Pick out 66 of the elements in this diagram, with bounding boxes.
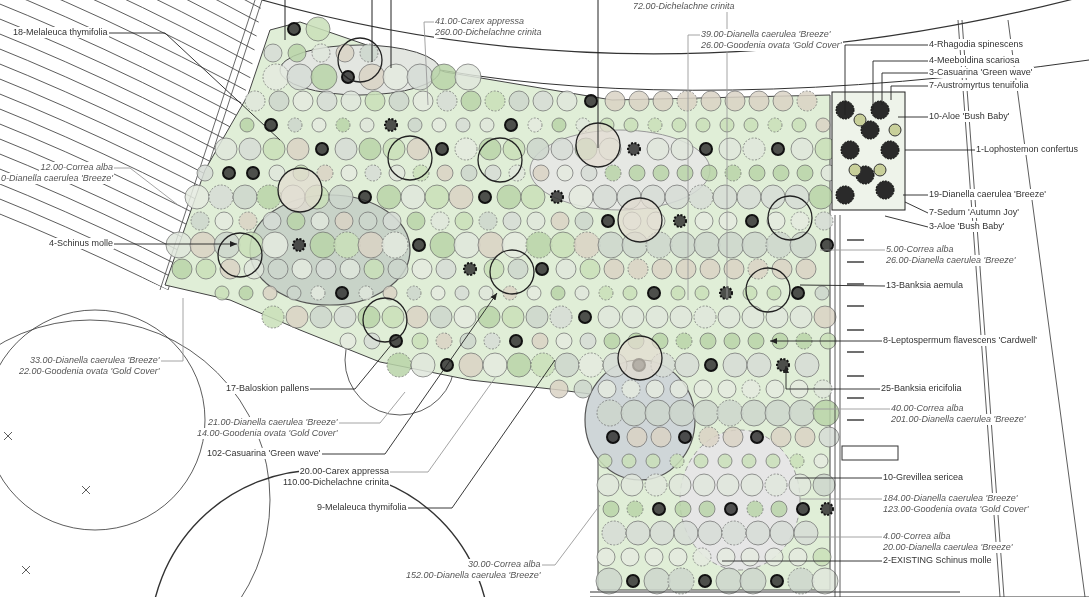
planting-quantity-label: 110.00-Dichelachne crinita: [282, 477, 390, 488]
planting-quantity-label: 14.00-Goodenia ovata 'Gold Cover': [196, 428, 339, 439]
planting-quantity-label: 260.00-Dichelachne crinita: [434, 27, 543, 38]
plant-label: 2-EXISTING Schinus molle: [882, 555, 993, 566]
leader-line: [160, 297, 184, 362]
planting-quantity-label: 41.00-Carex appressa: [434, 16, 526, 27]
planting-quantity-label: 40.00-Correa alba: [890, 403, 965, 414]
leader-line: [799, 498, 883, 500]
planting-quantity-label: 39.00-Dianella caerulea 'Breeze': [700, 29, 832, 40]
leader-line: [799, 284, 886, 287]
plant-label: 102-Casuarina 'Green wave': [206, 448, 322, 459]
plant-label: 7-Austromyrtus tenuifolia: [928, 80, 1030, 91]
plant-label: 13-Banksia aemula: [885, 280, 965, 291]
leader-line: [721, 560, 883, 562]
plant-label: 7-Sedum 'Autumn Joy': [928, 207, 1020, 218]
leader-line: [884, 215, 929, 228]
plant-label: 1-Lophostemon confertus: [975, 144, 1080, 155]
planting-quantity-label: 12.00-Correa alba: [39, 162, 114, 173]
planting-quantity-label: 20.00-Dianella caerulea 'Breeze': [882, 542, 1014, 553]
plant-label: 3-Aloe 'Bush Baby': [928, 221, 1006, 232]
planting-quantity-label: 4.00-Correa alba: [882, 531, 952, 542]
leader-line: [890, 85, 929, 101]
planting-quantity-label: 123.00-Goodenia ovata 'Gold Cover': [882, 504, 1030, 515]
planting-quantity-label: 152.00-Dianella caerulea 'Breeze': [405, 570, 542, 581]
leader-line: [726, 11, 728, 301]
leader-line: [904, 201, 929, 214]
planting-quantity-label: 26.00-Goodenia ovata 'Gold Cover': [700, 40, 843, 51]
plant-label: 8-Leptospermum flavescens 'Cardwell': [882, 335, 1038, 346]
leader-line: [407, 359, 556, 509]
leader-line: [423, 21, 435, 106]
leader-line: [338, 391, 406, 424]
leader-line: [794, 536, 883, 538]
planting-quantity-label: 201.00-Dianella caerulea 'Breeze': [890, 414, 1027, 425]
leader-line: [904, 149, 976, 151]
planting-quantity-label: 5.00-Correa alba: [885, 244, 955, 255]
leader-line: [113, 167, 179, 206]
leader-line: [541, 504, 601, 566]
planting-quantity-label: 30.00-Correa alba: [467, 559, 542, 570]
leader-line: [809, 408, 891, 410]
planting-quantity-label: 184.00-Dianella caerulea 'Breeze': [882, 493, 1019, 504]
plant-label: 3-Casuarina 'Green wave': [928, 67, 1034, 78]
planting-quantity-label: 33.00-Dianella caerulea 'Breeze': [29, 355, 161, 366]
plant-label: 19-Dianella caerulea 'Breeze': [928, 189, 1047, 200]
leader-line: [819, 249, 886, 251]
leader-line: [794, 477, 883, 479]
plant-label: 17-Baloskion pallens: [225, 383, 311, 394]
leader-line: [108, 32, 281, 141]
planting-quantity-label: 22.00-Goodenia ovata 'Gold Cover': [18, 366, 161, 377]
leader-line: [687, 34, 701, 301]
leader-line: [897, 116, 929, 118]
planting-quantity-label: 26.00-Dianella caerulea 'Breeze': [885, 255, 1017, 266]
plant-label: 9-Melaleuca thymifolia: [316, 502, 408, 513]
planting-quantity-label: 20.00-Carex appressa: [298, 466, 390, 477]
plant-label: 4-Schinus molle: [48, 238, 115, 249]
plant-label: 10-Grevillea sericea: [882, 472, 965, 483]
planting-quantity-label: 0-Dianella caerulea 'Breeze': [0, 173, 114, 184]
plant-label: 25-Banksia ericifolia: [880, 383, 963, 394]
planting-quantity-label: 21.00-Dianella caerulea 'Breeze': [207, 417, 339, 428]
plant-label: 4-Rhagodia spinescens: [928, 39, 1025, 50]
plant-label: 72.00-Dichelachne crinita: [632, 1, 736, 12]
plant-label: 10-Aloe 'Bush Baby': [928, 111, 1011, 122]
plant-label: 18-Melaleuca thymifolia: [12, 27, 109, 38]
leader-line: [902, 194, 929, 196]
leader-line: [309, 343, 393, 390]
leader-line: [389, 377, 496, 473]
plant-label: 4-Meeboldina scariosa: [928, 55, 1021, 66]
